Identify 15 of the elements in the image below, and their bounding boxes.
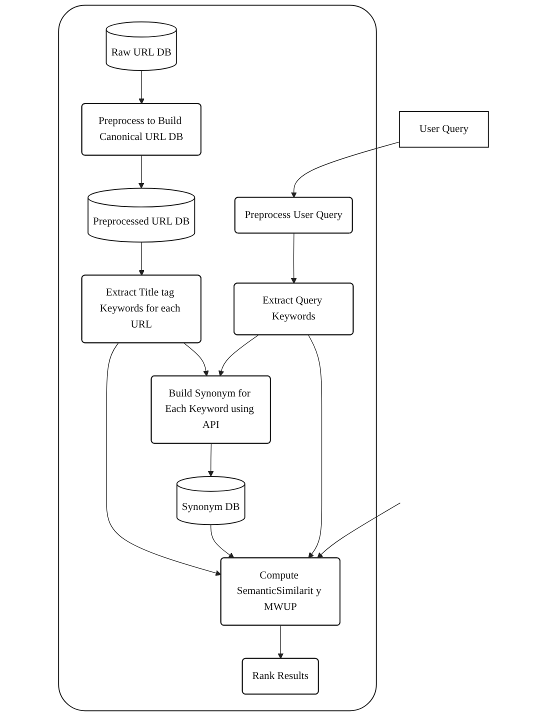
cluster <box>58 4 377 712</box>
arrow <box>278 625 284 659</box>
arrow <box>138 155 144 189</box>
arrow <box>106 342 222 576</box>
arrow <box>290 233 297 284</box>
arrow <box>210 524 234 558</box>
arrow <box>317 502 401 558</box>
node-box: User Query <box>399 111 489 148</box>
arrow <box>218 334 259 376</box>
arrow <box>308 334 322 558</box>
arrow <box>138 70 144 104</box>
arrow <box>290 142 400 198</box>
arrow <box>208 443 214 477</box>
arrow <box>184 342 209 376</box>
arrow <box>138 242 144 276</box>
